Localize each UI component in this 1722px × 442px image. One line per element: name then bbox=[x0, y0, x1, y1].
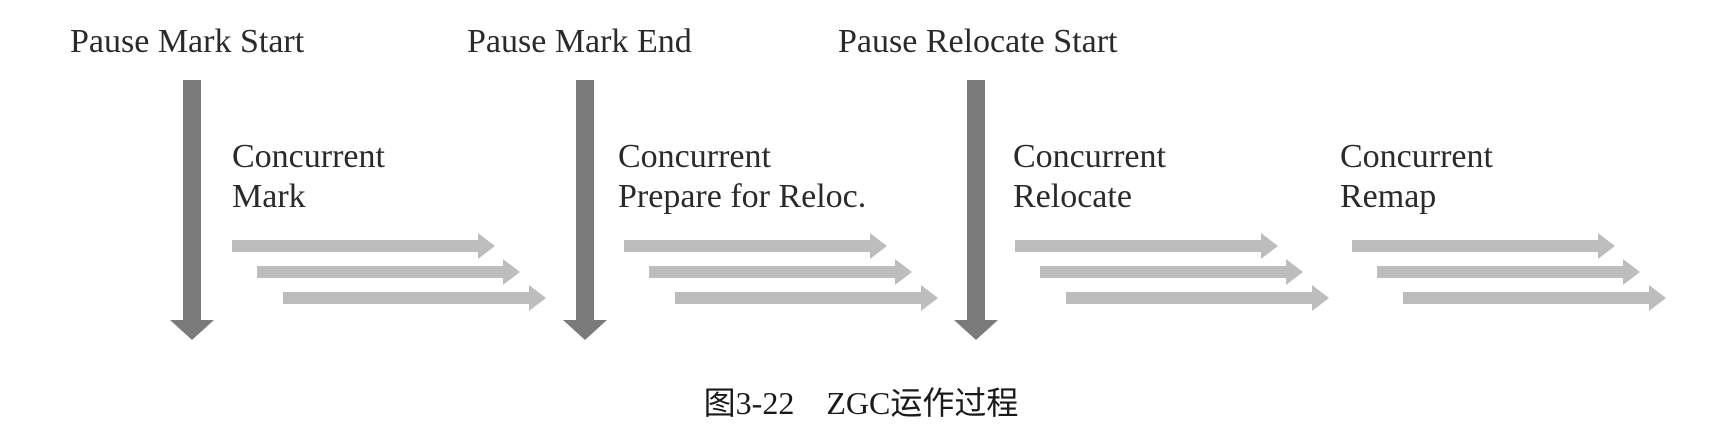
thread-arrow bbox=[649, 259, 912, 285]
phase-label-line1: Concurrent bbox=[618, 138, 771, 175]
phase-label-line2: Relocate bbox=[1013, 178, 1132, 215]
phase-label-line1: Concurrent bbox=[232, 138, 385, 175]
pause-arrow-mark-end bbox=[563, 80, 607, 340]
phase-label-line2: Mark bbox=[232, 178, 306, 215]
pause-label-mark-start: Pause Mark Start bbox=[70, 23, 305, 60]
thread-arrow bbox=[1066, 285, 1329, 311]
thread-arrow bbox=[1403, 285, 1666, 311]
pause-arrow-relocate-start bbox=[954, 80, 998, 340]
figure-caption: 图3-22 ZGC运作过程 bbox=[703, 385, 1019, 421]
thread-arrow bbox=[1377, 259, 1640, 285]
phase-label-concurrent-relocate: Concurrent Relocate bbox=[1013, 137, 1166, 217]
phase-label-line2: Prepare for Reloc. bbox=[618, 178, 867, 215]
thread-arrow bbox=[1040, 259, 1303, 285]
thread-arrow bbox=[232, 233, 495, 259]
thread-arrow bbox=[624, 233, 887, 259]
phase-label-line2: Remap bbox=[1340, 178, 1437, 215]
pause-label-relocate-start: Pause Relocate Start bbox=[838, 23, 1118, 60]
thread-arrow bbox=[1015, 233, 1278, 259]
thread-arrow bbox=[1352, 233, 1615, 259]
pause-label-mark-end: Pause Mark End bbox=[467, 23, 692, 60]
thread-arrow bbox=[257, 259, 520, 285]
phase-label-line1: Concurrent bbox=[1340, 138, 1493, 175]
pause-arrow-mark-start bbox=[170, 80, 214, 340]
thread-arrow bbox=[675, 285, 938, 311]
phase-label-line1: Concurrent bbox=[1013, 138, 1166, 175]
thread-arrow bbox=[283, 285, 546, 311]
phase-label-concurrent-mark: Concurrent Mark bbox=[232, 137, 385, 217]
phase-label-concurrent-prepare: Concurrent Prepare for Reloc. bbox=[618, 137, 866, 217]
phase-label-concurrent-remap: Concurrent Remap bbox=[1340, 137, 1493, 217]
